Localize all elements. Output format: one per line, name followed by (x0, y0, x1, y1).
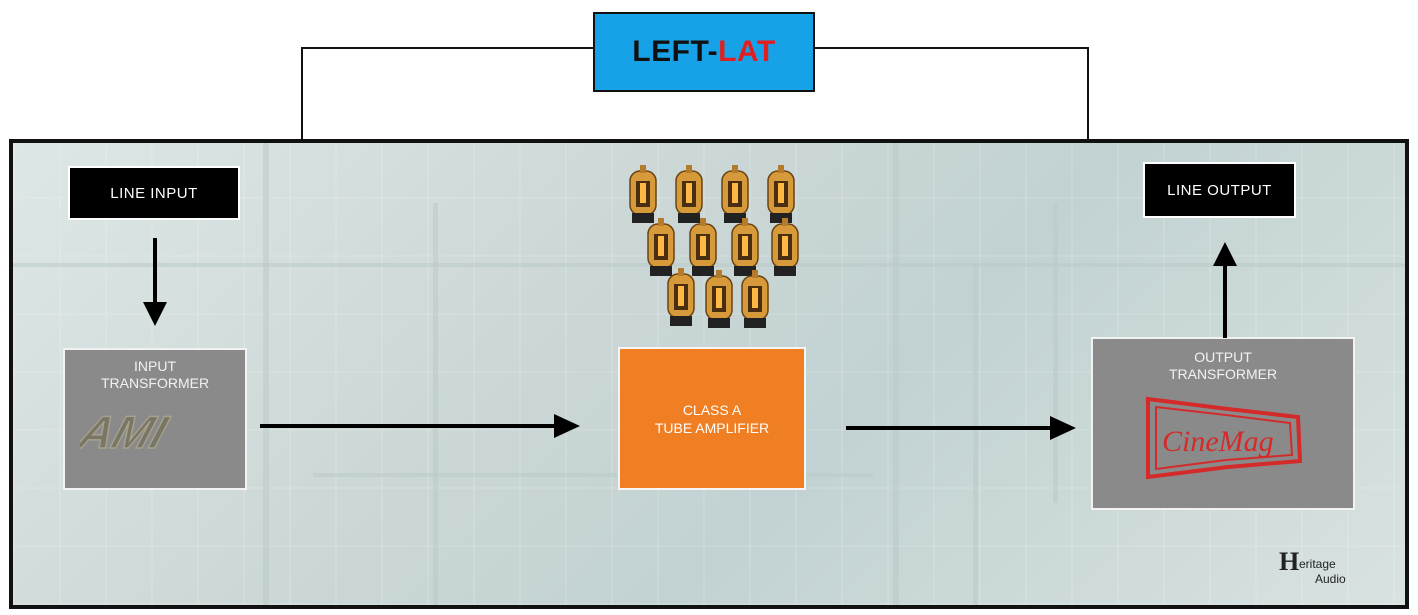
cinemag-logo: CineMag (1146, 396, 1303, 480)
arrow-up-icon (1213, 242, 1237, 338)
input-transformer-box: INPUT TRANSFORMER AMI (63, 348, 247, 490)
title-part-2: LAT (718, 35, 776, 68)
ami-logo-text: AMI (80, 407, 174, 459)
vacuum-tube-icon (689, 218, 717, 276)
vacuum-tube-icon (731, 218, 759, 276)
vacuum-tube-icon (647, 218, 675, 276)
amplifier-line1: CLASS A (682, 401, 742, 418)
circuit-trace (973, 263, 978, 605)
vacuum-tube-icon (767, 165, 795, 223)
arrow-down-icon (143, 238, 167, 326)
circuit-trace (893, 143, 899, 605)
vacuum-tube-icon (771, 218, 799, 276)
line-output-label: LINE OUTPUT (1143, 162, 1296, 218)
circuit-trace (1053, 203, 1058, 503)
heritage-letter: H (1279, 547, 1300, 576)
vacuum-tube-icon (741, 270, 769, 328)
amplifier-line2: TUBE AMPLIFIER (654, 419, 770, 436)
output-transformer-line2: TRANSFORMER (1168, 366, 1278, 382)
heritage-audio-logo: H eritage Audio (1279, 545, 1359, 595)
vacuum-tube-icon (629, 165, 657, 223)
vacuum-tubes-image (629, 165, 799, 328)
tube-amplifier-box: CLASS A TUBE AMPLIFIER (618, 347, 806, 490)
vacuum-tube-icon (667, 268, 695, 326)
arrow-right-icon (260, 414, 580, 438)
circuit-trace (433, 203, 438, 605)
arrow-right-icon (846, 416, 1076, 440)
vacuum-tube-icon (721, 165, 749, 223)
line-input-label: LINE INPUT (68, 166, 240, 220)
circuit-trace (263, 143, 269, 605)
vacuum-tube-icon (705, 270, 733, 328)
ami-logo: AMI (71, 406, 175, 459)
input-transformer-line1: INPUT (134, 358, 176, 374)
circuit-trace (313, 473, 873, 477)
audio-word: Audio (1315, 572, 1346, 586)
output-transformer-line1: OUTPUT (1194, 349, 1252, 365)
output-transformer-box: OUTPUT TRANSFORMER CineMag (1091, 337, 1355, 510)
vacuum-tube-icon (675, 165, 703, 223)
title-box: LEFT-LAT (593, 12, 815, 92)
heritage-word: eritage (1299, 557, 1336, 571)
input-transformer-line2: TRANSFORMER (100, 375, 210, 391)
title-part-1: LEFT- (632, 35, 719, 68)
cinemag-logo-text: CineMag (1162, 425, 1274, 458)
